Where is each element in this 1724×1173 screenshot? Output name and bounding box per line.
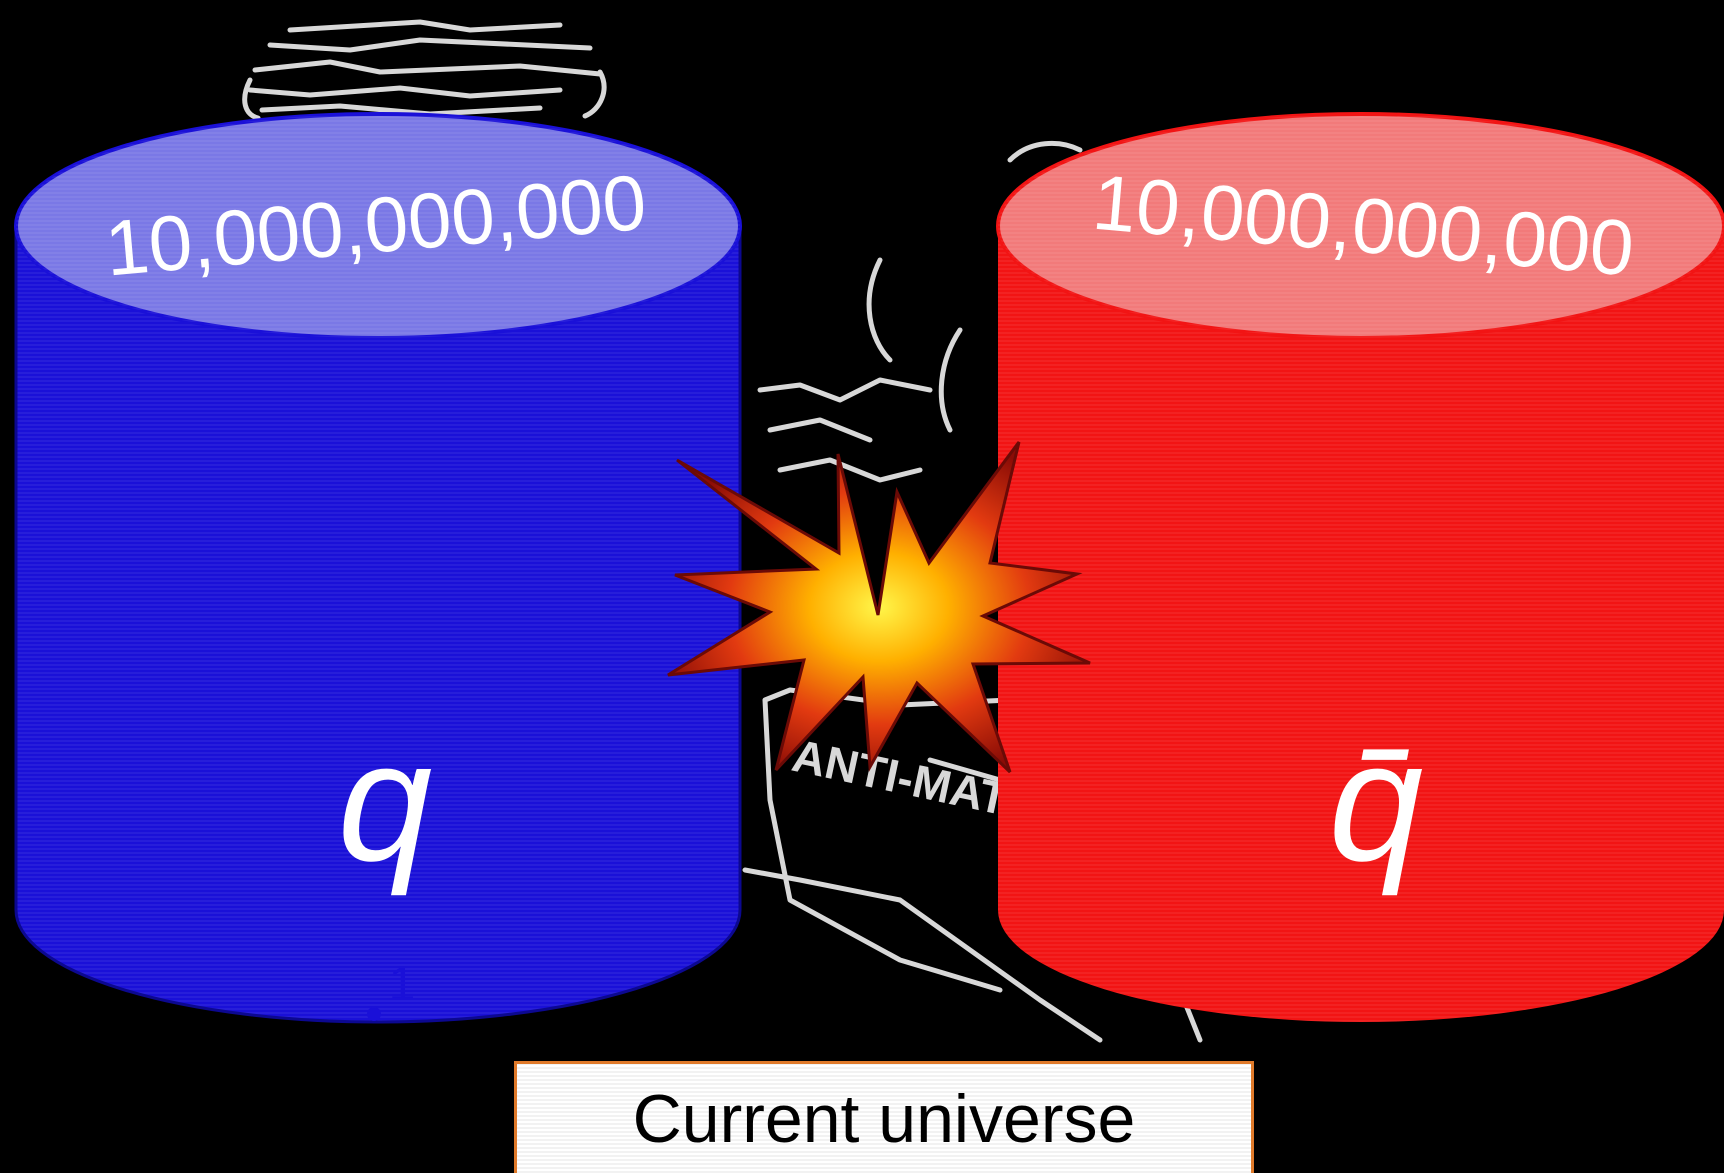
matter-cylinder xyxy=(14,112,742,1024)
excess-quark-dot xyxy=(367,1007,381,1021)
matter-symbol: q xyxy=(338,707,433,897)
annihilation-burst-icon xyxy=(667,441,1091,774)
antimatter-cylinder xyxy=(996,112,1724,1022)
antimatter-symbol: q̄ xyxy=(1329,707,1424,897)
caption-text: Current universe xyxy=(632,1080,1136,1157)
caption-box: Current universe xyxy=(514,1061,1254,1173)
excess-quark-count: 1 xyxy=(389,958,416,1011)
